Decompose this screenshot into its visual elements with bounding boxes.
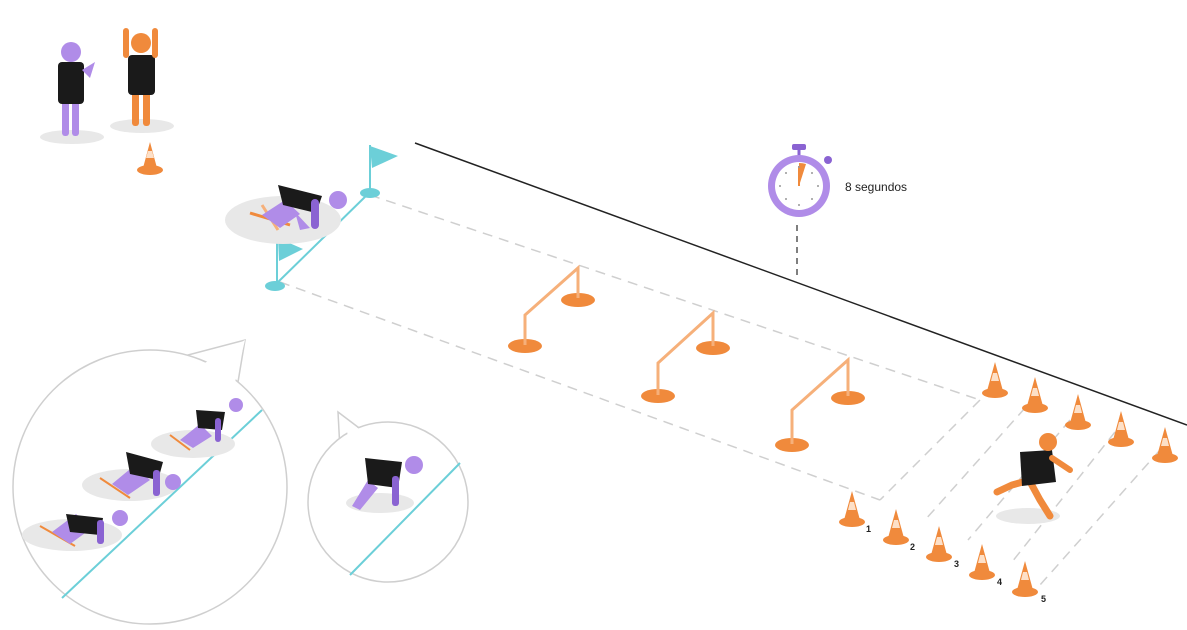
timer-label: 8 segundos (845, 180, 907, 194)
lane-number: 1 (866, 524, 871, 534)
lane-number: 5 (1041, 594, 1046, 604)
field-boundary (414, 142, 1187, 426)
detail-bubble-small (307, 410, 469, 583)
flag-icon (360, 145, 398, 198)
cone-icon (1152, 427, 1178, 463)
hurdle-icon (775, 356, 865, 452)
cone-icon (137, 142, 163, 175)
athlete-crouch-detail (22, 510, 128, 551)
cone-icon (1022, 377, 1048, 413)
detail-bubble-large (12, 338, 288, 625)
lane-number: 4 (997, 577, 1002, 587)
finish-cones-top (982, 362, 1178, 463)
athlete-crouch-detail (151, 398, 243, 458)
athlete-set-position (346, 456, 423, 513)
cone-icon (1065, 394, 1091, 430)
cone-icon (969, 544, 995, 580)
hurdle-icon (641, 309, 730, 403)
coach-purple (40, 42, 104, 144)
cone-icon (982, 362, 1008, 398)
athlete-crouch-detail (82, 452, 181, 501)
cone-icon (883, 509, 909, 545)
hurdle-icon (508, 264, 595, 353)
cone-icon (839, 491, 865, 527)
cone-icon (1108, 411, 1134, 447)
lane-number: 2 (910, 542, 915, 552)
cone-icon (1012, 561, 1038, 597)
finish-cones-bottom (839, 491, 1038, 597)
athlete-running (993, 433, 1073, 524)
stopwatch-icon (768, 144, 832, 217)
cone-icon (926, 526, 952, 562)
lane-number: 3 (954, 559, 959, 569)
athlete-start-crouch (225, 185, 347, 244)
start-line (274, 191, 371, 286)
coach-orange (110, 28, 174, 133)
